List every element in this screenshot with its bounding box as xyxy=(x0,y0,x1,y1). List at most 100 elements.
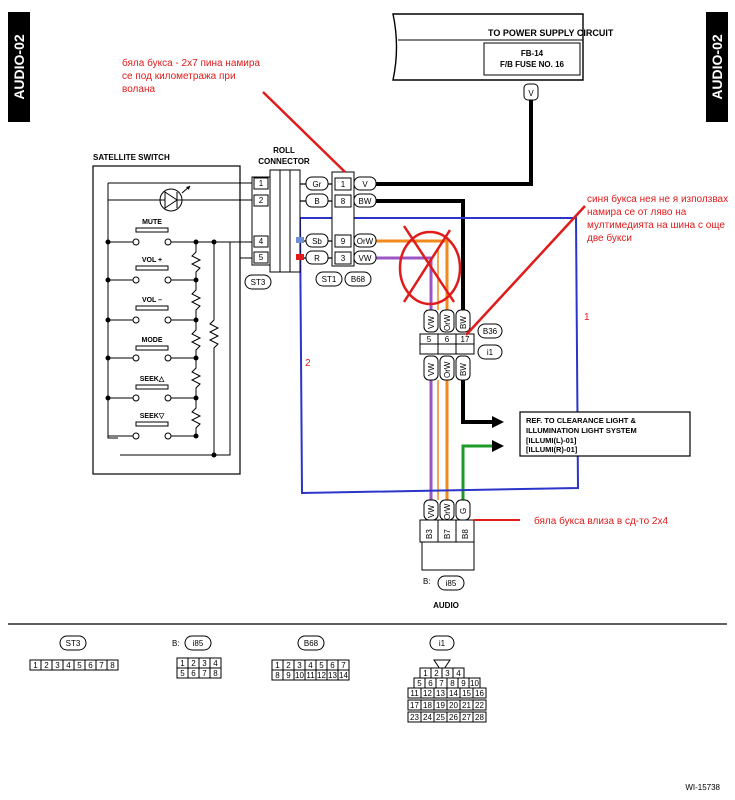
pin-cell-label: 1 xyxy=(33,661,38,670)
pin-cell-label: 5 xyxy=(180,669,185,678)
pin-cell-label: 7 xyxy=(202,669,207,678)
resistor-ladder xyxy=(190,241,220,455)
audio-pin-b8: B8 xyxy=(461,529,470,539)
pin-cell-label: 14 xyxy=(449,689,458,698)
pin-cell-label: 24 xyxy=(423,713,432,722)
side-tab-right: AUDIO-02 xyxy=(706,12,728,122)
pin-cell-label: 14 xyxy=(339,671,348,680)
ref-arrow-green xyxy=(492,440,504,452)
marker-red xyxy=(296,254,304,260)
wire-sb: Sb xyxy=(312,237,322,246)
pin-cell-label: 10 xyxy=(470,679,479,688)
audio-label: AUDIO xyxy=(433,601,459,610)
pin-cell-label: 13 xyxy=(328,671,337,680)
black-wires xyxy=(375,100,533,424)
pin-cell xyxy=(472,687,487,699)
roll-left-pin-4: 4 xyxy=(259,237,264,246)
st1-pin-9: 9 xyxy=(341,237,346,246)
pin-cell-label: 18 xyxy=(423,701,432,710)
orange-wire-upper xyxy=(375,239,449,310)
pin-cell-label: 2 xyxy=(286,661,291,670)
mid-pin-5: 5 xyxy=(427,335,432,344)
legend-i1-label: i1 xyxy=(439,639,446,648)
pin-cell-label: 5 xyxy=(77,661,82,670)
audio-wire-g: G xyxy=(459,508,468,514)
connector-st3-label: ST3 xyxy=(251,278,266,287)
fuse-line1: FB-14 xyxy=(521,49,544,58)
power-pin-label: V xyxy=(528,89,534,98)
pin-cell-label: 4 xyxy=(213,659,218,668)
legend-i85-label: i85 xyxy=(193,639,204,648)
mid-connector: VW OrW BW 5 6 17 VW OrW BW B36 i1 xyxy=(419,309,503,381)
connector-b36-label: B36 xyxy=(483,327,498,336)
power-supply-box: TO POWER SUPPLY CIRCUIT FB-14 F/B FUSE N… xyxy=(392,13,614,101)
pin-cell-label: 1 xyxy=(423,669,428,678)
fuse-line2: F/B FUSE NO. 16 xyxy=(500,60,565,69)
roll-left-pin-1: 1 xyxy=(259,179,264,188)
annotation-arrow-left xyxy=(262,91,346,173)
pin-cell-label: 6 xyxy=(428,679,433,688)
mid-pin-6: 6 xyxy=(445,335,450,344)
pin-cell-label: 11 xyxy=(306,671,315,680)
pin-cell-label: 25 xyxy=(436,713,445,722)
pin-cell-label: 19 xyxy=(436,701,445,710)
mid-bot-vw: VW xyxy=(427,363,436,376)
pin-cell-label: 8 xyxy=(110,661,115,670)
annotation-top-left-2: се под километража при xyxy=(122,71,236,82)
button-mode: MODE xyxy=(108,337,196,362)
pin-cell-label: 5 xyxy=(417,679,422,688)
audio-pin-b7: B7 xyxy=(443,529,452,539)
audio-pin-b3: B3 xyxy=(425,529,434,539)
pin-cell-label: 16 xyxy=(475,689,484,698)
roll-connector: ROLL CONNECTOR 1 2 4 5 ST3 Gr B Sb R xyxy=(244,146,377,290)
pin-cell-label: 8 xyxy=(275,671,280,680)
pin-cell xyxy=(106,659,119,671)
connector-b68-label: B68 xyxy=(351,275,366,284)
i1-key-icon xyxy=(433,659,451,673)
blue-outline xyxy=(298,217,580,495)
legend-i85-prefix: B: xyxy=(172,639,180,648)
legend-st3-label: ST3 xyxy=(66,639,81,648)
mid-top-vw: VW xyxy=(427,316,436,329)
switch-buttons: MUTE VOL + VOL – xyxy=(108,219,230,440)
pin-cell-label: 2 xyxy=(191,659,196,668)
button-label-seek-down: SEEK▽ xyxy=(140,413,165,420)
pin-cell-label: 4 xyxy=(66,661,71,670)
button-label-vol-up: VOL + xyxy=(142,257,162,264)
mid-pin-17: 17 xyxy=(461,335,470,344)
ref-line2: ILLUMINATION LIGHT SYSTEM xyxy=(526,426,637,435)
pin-cell xyxy=(472,699,487,711)
annotation-bottom-right: бяла букса влиза в сд-то 2х4 xyxy=(534,515,668,527)
st1-pin-1: 1 xyxy=(341,180,346,189)
ref-line3: [ILLUMI(L)-01] xyxy=(526,436,577,445)
pin-cell-label: 4 xyxy=(456,669,461,678)
pin-cell-label: 10 xyxy=(295,671,304,680)
st1-pin-8: 8 xyxy=(341,197,346,206)
button-label-mute: MUTE xyxy=(142,219,162,226)
pin-cell-label: 21 xyxy=(462,701,471,710)
button-vol-up: VOL + xyxy=(108,257,196,284)
pin-cell-label: 12 xyxy=(423,689,432,698)
ref-line4: [ILLUMI(R)-01] xyxy=(526,445,578,454)
connector-st1-label: ST1 xyxy=(322,275,337,284)
pin-cell-label: 20 xyxy=(449,701,458,710)
power-title: TO POWER SUPPLY CIRCUIT xyxy=(488,28,614,38)
button-vol-down: VOL – xyxy=(108,297,196,324)
roll-left-pin-5: 5 xyxy=(259,253,264,262)
pin-cell-label: 9 xyxy=(461,679,466,688)
side-tab-left: AUDIO-02 xyxy=(8,12,30,122)
audio-wire-vw: VW xyxy=(427,505,436,518)
led-icon xyxy=(159,185,191,212)
annotation-top-right-3: мултимедията на шина с още xyxy=(587,220,725,231)
pin-cell-label: 1 xyxy=(275,661,280,670)
marker-blue xyxy=(296,237,304,243)
roll-title-1: ROLL xyxy=(273,146,295,155)
pin-cell-label: 3 xyxy=(297,661,302,670)
button-seek-down: SEEK▽ xyxy=(108,413,196,440)
pin-cell-label: 6 xyxy=(191,669,196,678)
pin-cell-label: 4 xyxy=(308,661,313,670)
satellite-switch: SATELLITE SWITCH MUTE V xyxy=(92,153,252,475)
button-label-seek-up: SEEK△ xyxy=(140,376,165,383)
